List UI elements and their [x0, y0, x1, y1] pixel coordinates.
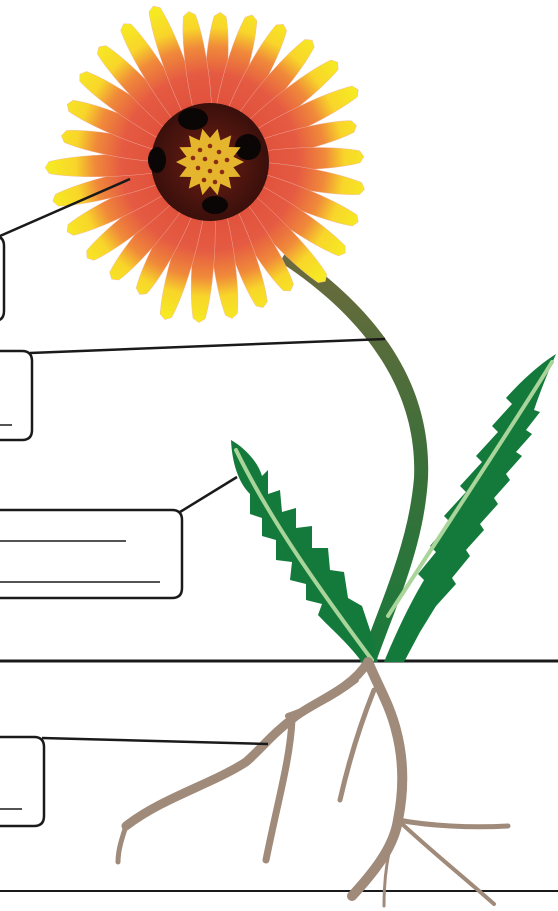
pointer-line-root: [42, 738, 268, 744]
label-box-stem[interactable]: [0, 351, 32, 440]
label-box-leaf[interactable]: [0, 510, 182, 598]
label-box-root[interactable]: [0, 737, 44, 826]
stem: [280, 248, 428, 662]
label-root: [0, 737, 268, 826]
pointer-line-stem: [30, 339, 385, 353]
pointer-line-leaf: [180, 477, 237, 512]
label-leaf: [0, 477, 237, 598]
label-box-flower[interactable]: [0, 236, 4, 321]
left-leaf: [231, 440, 378, 662]
label-stem: [0, 339, 385, 440]
roots: [118, 662, 508, 906]
